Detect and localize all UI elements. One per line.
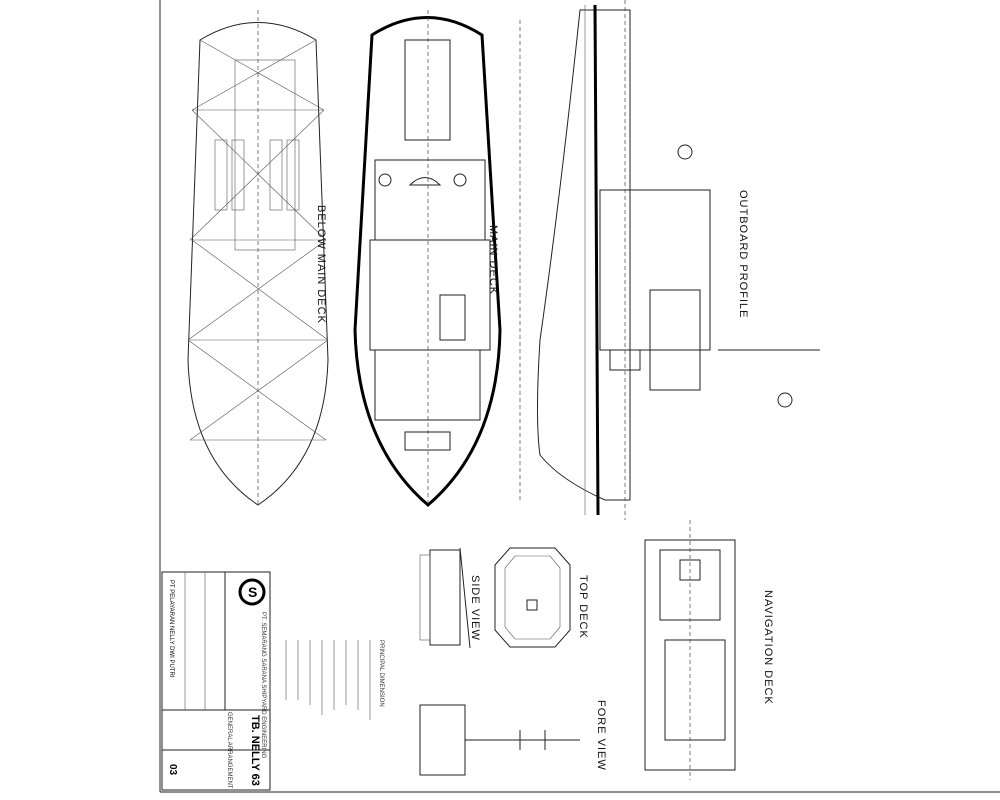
svg-text:S: S [248, 584, 257, 600]
navigation-deck-label: NAVIGATION DECK [762, 590, 774, 705]
principal-dimensions: PRINCIPAL DIMENSION [285, 640, 384, 720]
company-name: PT. SEMARANG SARANA SHIPYARD ENGINEERING [260, 612, 266, 759]
principal-dimensions-heading: PRINCIPAL DIMENSION [378, 640, 384, 707]
top-deck-plan: TOP DECK [494, 547, 589, 648]
company-logo [238, 578, 266, 606]
below-main-deck-label: BELOW MAIN DECK [315, 205, 327, 324]
fore-view: FORE VIEW [419, 700, 607, 776]
outboard-profile-label: OUTBOARD PROFILE [737, 190, 749, 318]
side-view: SIDE VIEW [419, 547, 481, 649]
top-deck-label: TOP DECK [577, 575, 589, 639]
navigation-deck-plan: NAVIGATION DECK [644, 520, 774, 780]
side-view-label: SIDE VIEW [469, 575, 481, 641]
title-block: S PT. SEMARANG SARANA SHIPYARD ENGINEERI… [161, 571, 271, 791]
outboard-profile: OUTBOARD PROFILE [519, 0, 820, 520]
vessel-name: TB. NELLY 63 [249, 715, 261, 786]
main-deck-label: MAIN DECK [487, 225, 499, 295]
drawing-title: GENERAL ARRANGEMENT [226, 712, 232, 789]
below-main-deck-plan: BELOW MAIN DECK [187, 10, 329, 506]
main-deck-plan: MAIN DECK [353, 10, 502, 507]
owner-name: PT PELAYARAN NELLY DWI PUTRI [168, 580, 174, 678]
sheet-number: 03 [167, 764, 178, 776]
fore-view-label: FORE VIEW [595, 700, 607, 771]
